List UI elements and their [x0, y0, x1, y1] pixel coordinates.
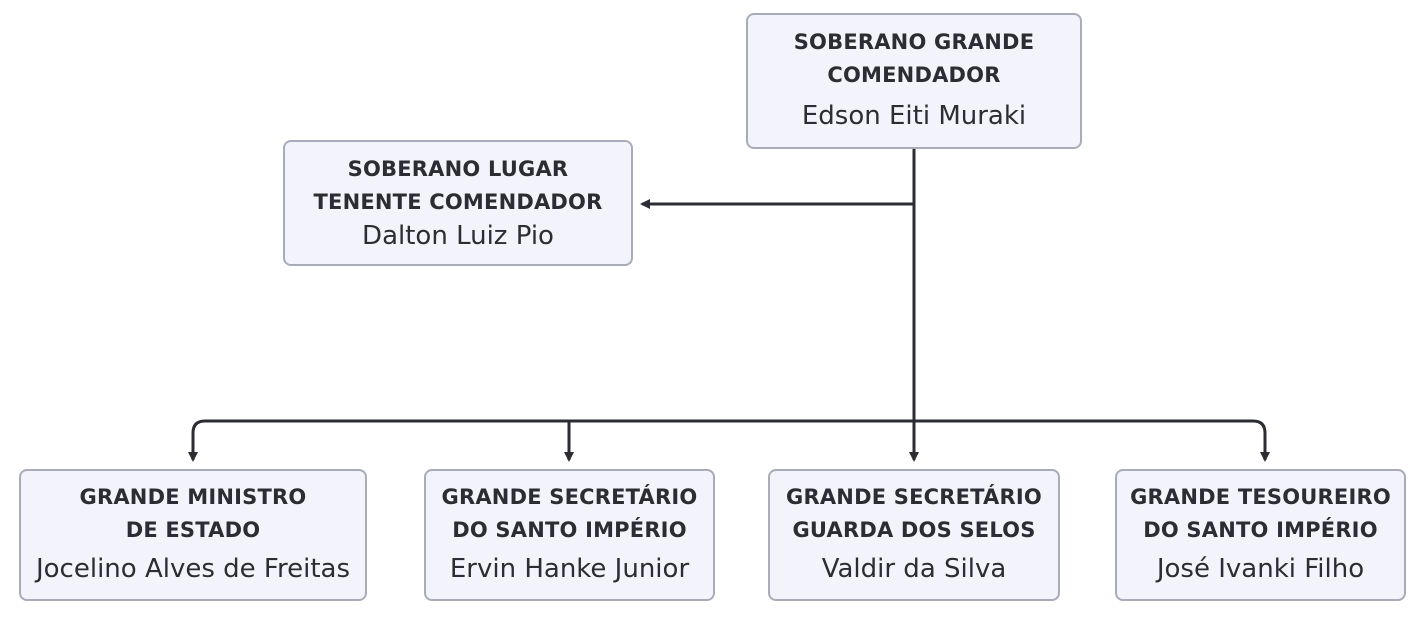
- node-soberano-lugar-tenente-comendador: SOBERANO LUGAR TENENTE COMENDADOR Dalton…: [283, 140, 633, 266]
- node-role-title: GRANDE TESOUREIRO DO SANTO IMPÉRIO: [1130, 485, 1391, 542]
- node-grande-ministro-de-estado: GRANDE MINISTRO DE ESTADO Jocelino Alves…: [19, 469, 367, 601]
- connector-to-ministro: [188, 419, 206, 462]
- node-person-name: Jocelino Alves de Freitas: [35, 554, 350, 584]
- node-grande-tesoureiro-do-santo-imperio: GRANDE TESOUREIRO DO SANTO IMPÉRIO José …: [1115, 469, 1406, 601]
- node-person-name: Valdir da Silva: [821, 554, 1007, 584]
- node-soberano-grande-comendador: SOBERANO GRANDE COMENDADOR Edson Eiti Mu…: [746, 13, 1082, 149]
- node-grande-secretario-do-santo-imperio: GRANDE SECRETÁRIO DO SANTO IMPÉRIO Ervin…: [424, 469, 715, 601]
- node-person-name: José Ivanki Filho: [1156, 554, 1365, 584]
- node-person-name: Ervin Hanke Junior: [449, 554, 690, 584]
- node-person-name: Dalton Luiz Pio: [362, 221, 554, 251]
- node-role-title: SOBERANO LUGAR TENENTE COMENDADOR: [313, 157, 603, 214]
- connector-to-tesoureiro: [1252, 419, 1270, 462]
- node-grande-secretario-guarda-dos-selos: GRANDE SECRETÁRIO GUARDA DOS SELOS Valdi…: [768, 469, 1060, 601]
- node-role-title: GRANDE SECRETÁRIO DO SANTO IMPÉRIO: [441, 485, 698, 542]
- node-role-title: GRANDE SECRETÁRIO GUARDA DOS SELOS: [786, 485, 1042, 542]
- node-role-title: GRANDE MINISTRO DE ESTADO: [79, 485, 307, 542]
- node-person-name: Edson Eiti Muraki: [801, 101, 1027, 131]
- node-role-title: SOBERANO GRANDE COMENDADOR: [793, 30, 1035, 87]
